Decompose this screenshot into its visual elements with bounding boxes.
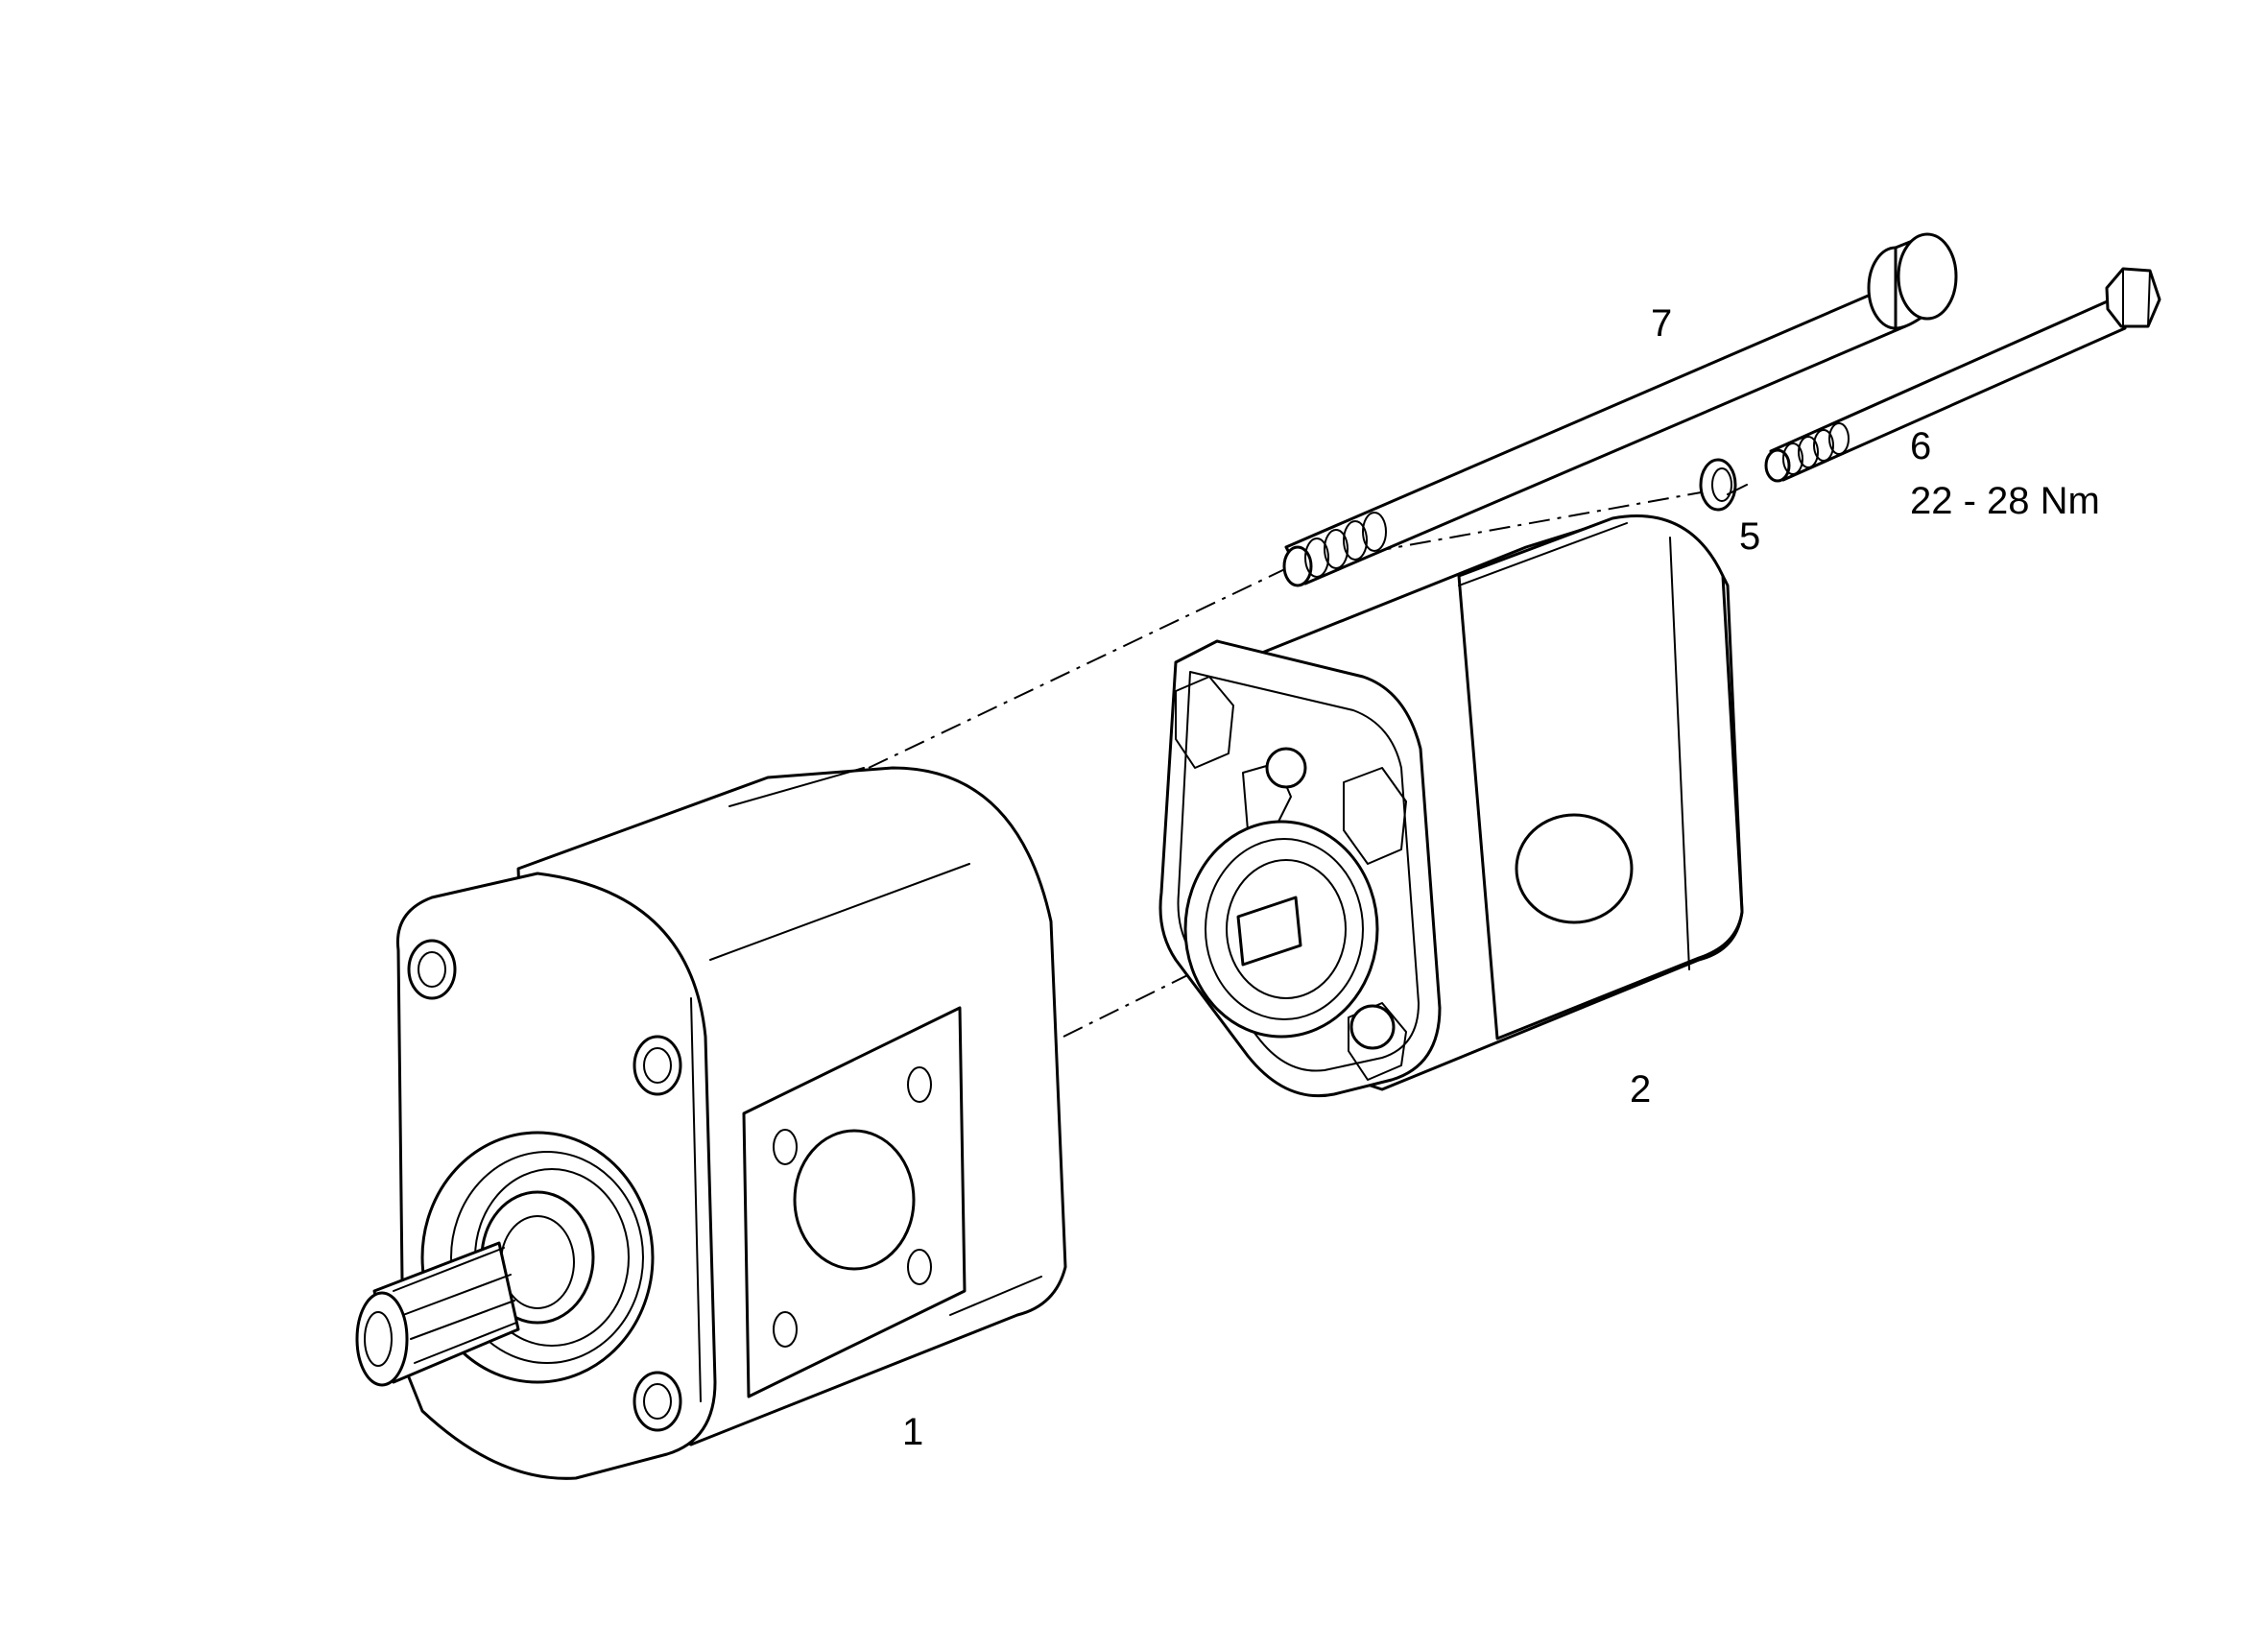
callout-part-7: 7	[1651, 302, 1672, 345]
callout-part-1: 1	[902, 1411, 923, 1453]
callout-part-5: 5	[1739, 515, 1760, 558]
callout-part-2: 2	[1630, 1068, 1651, 1111]
leader-lines	[1727, 484, 1748, 495]
long-bolt-part-7	[1282, 232, 1958, 587]
hex-bolt-head	[2105, 267, 2161, 328]
hex-bolt-part-6	[1764, 267, 2161, 483]
callout-torque: 22 - 28 Nm	[1910, 480, 2100, 522]
bolt-round-head	[1867, 232, 1958, 330]
front-pump-part-1	[355, 766, 1067, 1480]
callout-part-6: 6	[1910, 425, 1931, 467]
bolt-thread	[1282, 512, 1387, 587]
hex-bolt-thread	[1764, 422, 1850, 483]
seal-ring-part-5	[1699, 458, 1737, 512]
rear-pump-part-2	[1158, 514, 1744, 1098]
shaft-splines	[393, 1247, 517, 1364]
